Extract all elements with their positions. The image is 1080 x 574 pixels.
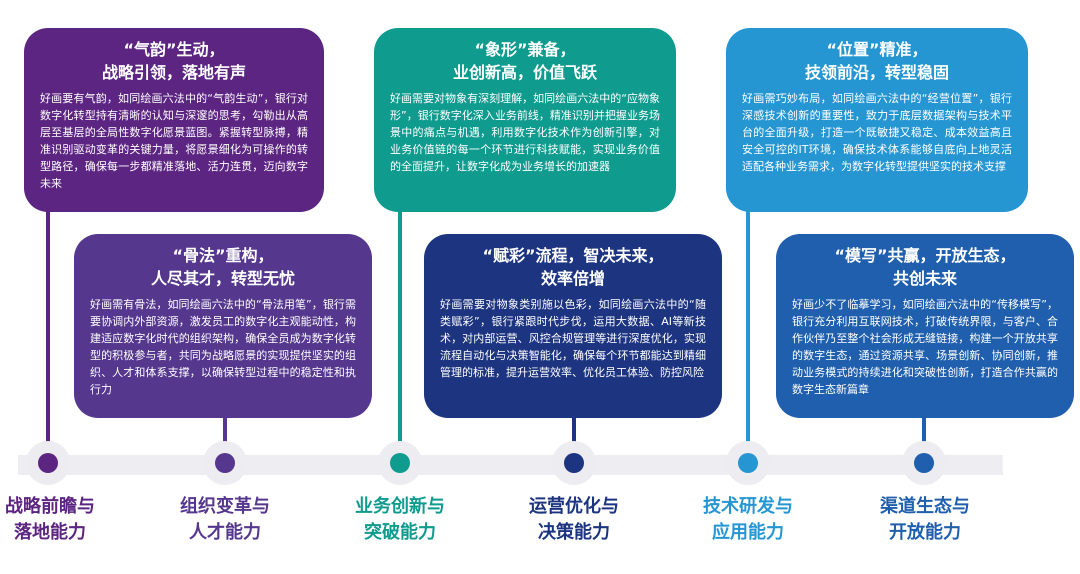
timeline-node-3 xyxy=(378,441,422,485)
card-body: 好画需要对物象有深刻理解，如同绘画六法中的“应物象形”，银行数字化深入业务前线，… xyxy=(390,92,660,173)
capability-label-1: 战略前瞻与落地能力 xyxy=(5,496,95,543)
connector-stem-6 xyxy=(922,410,926,456)
card-title: “气韵”生动， 战略引领，落地有声 xyxy=(101,40,246,82)
connector-stem-3 xyxy=(398,200,402,456)
timeline-node-4 xyxy=(552,441,596,485)
connector-stem-4 xyxy=(572,410,576,456)
card-ecosystem: “模写”共赢，开放生态， 共创未来 好画少不了临摹学习，如同绘画六法中的“传移模… xyxy=(776,234,1074,418)
timeline-node-6 xyxy=(902,441,946,485)
timeline-node-1 xyxy=(26,441,70,485)
capability-label-4: 运营优化与决策能力 xyxy=(529,496,619,543)
node-dot xyxy=(390,453,410,473)
card-technology: “位置”精准， 技领前沿，转型稳固 好画需巧妙布局，如同绘画六法中的“经营位置”… xyxy=(726,28,1028,212)
connector-stem-5 xyxy=(746,200,750,456)
card-body: 好画要有气韵，如同绘画六法中的“气韵生动”，银行对数字化转型持有清晰的认知与深邃… xyxy=(40,92,308,190)
card-body: 好画需巧妙布局，如同绘画六法中的“经营位置”，银行深感技术创新的重要性，致力于底… xyxy=(742,92,1012,173)
card-title: “象形”兼备， 业创新高，价值飞跃 xyxy=(452,40,597,82)
card-organization: “骨法”重构， 人尽其才，转型无忧 好画需有骨法，如同绘画六法中的“骨法用笔”，… xyxy=(74,234,372,418)
card-operations: “赋彩”流程，智决未来， 效率倍增 好画需要对物象类别施以色彩，如同绘画六法中的… xyxy=(424,234,722,418)
node-dot xyxy=(738,453,758,473)
connector-stem-2 xyxy=(223,410,227,456)
connector-stem-1 xyxy=(46,200,50,456)
capability-label-5: 技术研发与应用能力 xyxy=(703,496,793,543)
card-strategy: “气韵”生动， 战略引领，落地有声 好画要有气韵，如同绘画六法中的“气韵生动”，… xyxy=(24,28,324,212)
card-body: 好画少不了临摹学习，如同绘画六法中的“传移模写”，银行充分利用互联网技术，打破传… xyxy=(792,298,1058,396)
card-body: 好画需有骨法，如同绘画六法中的“骨法用笔”，银行需要协调内外部资源，激发员工的数… xyxy=(90,298,356,396)
card-body: 好画需要对物象类别施以色彩，如同绘画六法中的“随类赋彩”，银行紧跟时代步伐，运用… xyxy=(440,298,706,379)
node-dot xyxy=(914,453,934,473)
timeline-track xyxy=(18,455,1003,475)
card-title: “赋彩”流程，智决未来， 效率倍增 xyxy=(482,246,664,288)
capability-label-3: 业务创新与突破能力 xyxy=(355,496,445,543)
card-business: “象形”兼备， 业创新高，价值飞跃 好画需要对物象有深刻理解，如同绘画六法中的“… xyxy=(374,28,676,212)
card-title: “骨法”重构， 人尽其才，转型无忧 xyxy=(150,246,295,288)
node-dot xyxy=(38,453,58,473)
node-dot xyxy=(215,453,235,473)
card-title: “位置”精准， 技领前沿，转型稳固 xyxy=(804,40,949,82)
card-title: “模写”共赢，开放生态， 共创未来 xyxy=(834,246,1016,288)
timeline-node-2 xyxy=(203,441,247,485)
timeline-node-5 xyxy=(726,441,770,485)
capability-label-2: 组织变革与人才能力 xyxy=(180,496,270,543)
node-dot xyxy=(564,453,584,473)
capability-label-6: 渠道生态与开放能力 xyxy=(880,496,970,543)
